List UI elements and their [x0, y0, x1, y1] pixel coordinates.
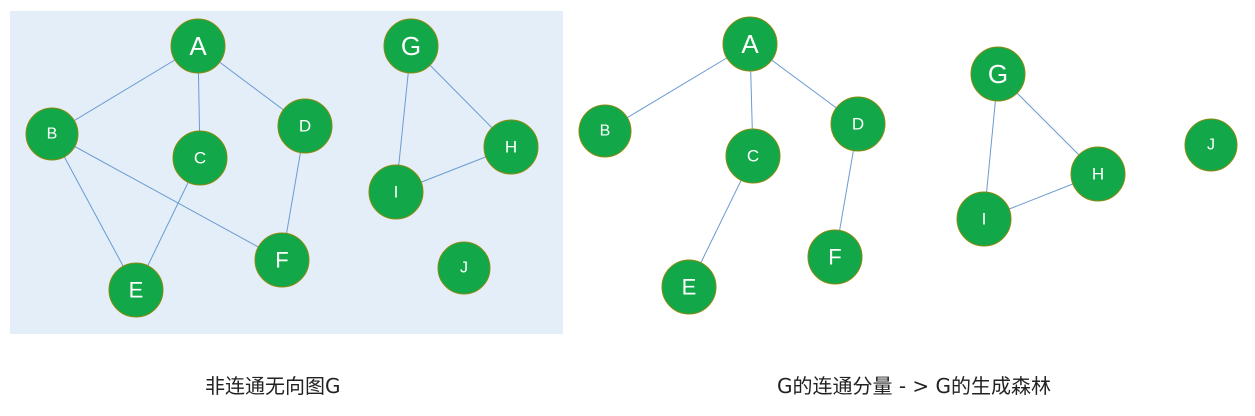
left-node-circle-a — [170, 18, 226, 74]
left-node-b: B — [25, 107, 79, 161]
left-node-circle-f — [254, 232, 310, 288]
right-node-label-h: H — [1092, 165, 1104, 184]
left-node-circle-d — [277, 98, 333, 154]
right-node-circle-c — [725, 128, 781, 184]
left-edge-b-e — [51, 133, 137, 291]
right-node-circle-b — [578, 104, 632, 158]
right-node-i: I — [956, 191, 1012, 247]
left-node-a: A — [170, 18, 226, 74]
right-node-label-b: B — [600, 123, 611, 140]
right-node-d: D — [830, 96, 886, 152]
left-node-circle-b — [25, 107, 79, 161]
left-node-circle-g — [383, 18, 439, 74]
right-node-label-e: E — [682, 275, 697, 300]
right-node-circle-a — [722, 16, 778, 72]
left-edge-a-b — [51, 45, 199, 135]
left-graph-caption: 非连通无向图G — [205, 374, 341, 398]
right-graph-nodes: A B C D E F G H I J — [578, 16, 1238, 315]
left-node-circle-e — [108, 262, 164, 318]
left-node-label-g: G — [401, 31, 421, 61]
left-edge-b-f — [51, 133, 283, 261]
right-node-g: G — [970, 46, 1026, 102]
left-node-label-b: B — [47, 126, 58, 143]
right-node-circle-j — [1184, 118, 1238, 172]
left-node-circle-j — [437, 241, 491, 295]
left-node-circle-h — [483, 119, 539, 175]
left-node-label-i: I — [394, 183, 399, 202]
left-graph-nodes: A B C D E F G H I J — [25, 18, 539, 318]
right-node-label-g: G — [988, 59, 1008, 89]
right-node-circle-e — [661, 259, 717, 315]
right-node-label-d: D — [852, 115, 864, 134]
right-node-circle-f — [807, 229, 863, 285]
right-node-c: C — [725, 128, 781, 184]
left-node-label-d: D — [299, 117, 311, 136]
right-node-label-f: F — [828, 245, 841, 270]
right-node-circle-h — [1070, 146, 1126, 202]
left-node-label-j: J — [460, 260, 468, 277]
right-node-e: E — [661, 259, 717, 315]
right-node-circle-g — [970, 46, 1026, 102]
right-edge-a-b — [604, 43, 751, 132]
right-node-b: B — [578, 104, 632, 158]
right-node-label-c: C — [747, 147, 759, 166]
left-node-circle-c — [172, 130, 228, 186]
left-node-j: J — [437, 241, 491, 295]
right-node-label-a: A — [741, 29, 759, 59]
right-node-label-i: I — [982, 210, 987, 229]
left-node-label-e: E — [129, 278, 144, 303]
left-node-label-a: A — [189, 31, 207, 61]
left-node-c: C — [172, 130, 228, 186]
left-node-d: D — [277, 98, 333, 154]
right-node-circle-i — [956, 191, 1012, 247]
right-node-f: F — [807, 229, 863, 285]
right-node-a: A — [722, 16, 778, 72]
right-node-j: J — [1184, 118, 1238, 172]
left-node-g: G — [383, 18, 439, 74]
left-node-h: H — [483, 119, 539, 175]
left-node-f: F — [254, 232, 310, 288]
left-node-e: E — [108, 262, 164, 318]
left-node-i: I — [368, 164, 424, 220]
right-node-circle-d — [830, 96, 886, 152]
left-node-circle-i — [368, 164, 424, 220]
left-node-label-f: F — [275, 248, 288, 273]
left-node-label-h: H — [505, 138, 517, 157]
left-node-label-c: C — [194, 149, 206, 168]
right-node-label-j: J — [1207, 137, 1215, 154]
right-node-h: H — [1070, 146, 1126, 202]
right-graph-caption: G的连通分量 - > G的生成森林 — [777, 374, 1052, 398]
